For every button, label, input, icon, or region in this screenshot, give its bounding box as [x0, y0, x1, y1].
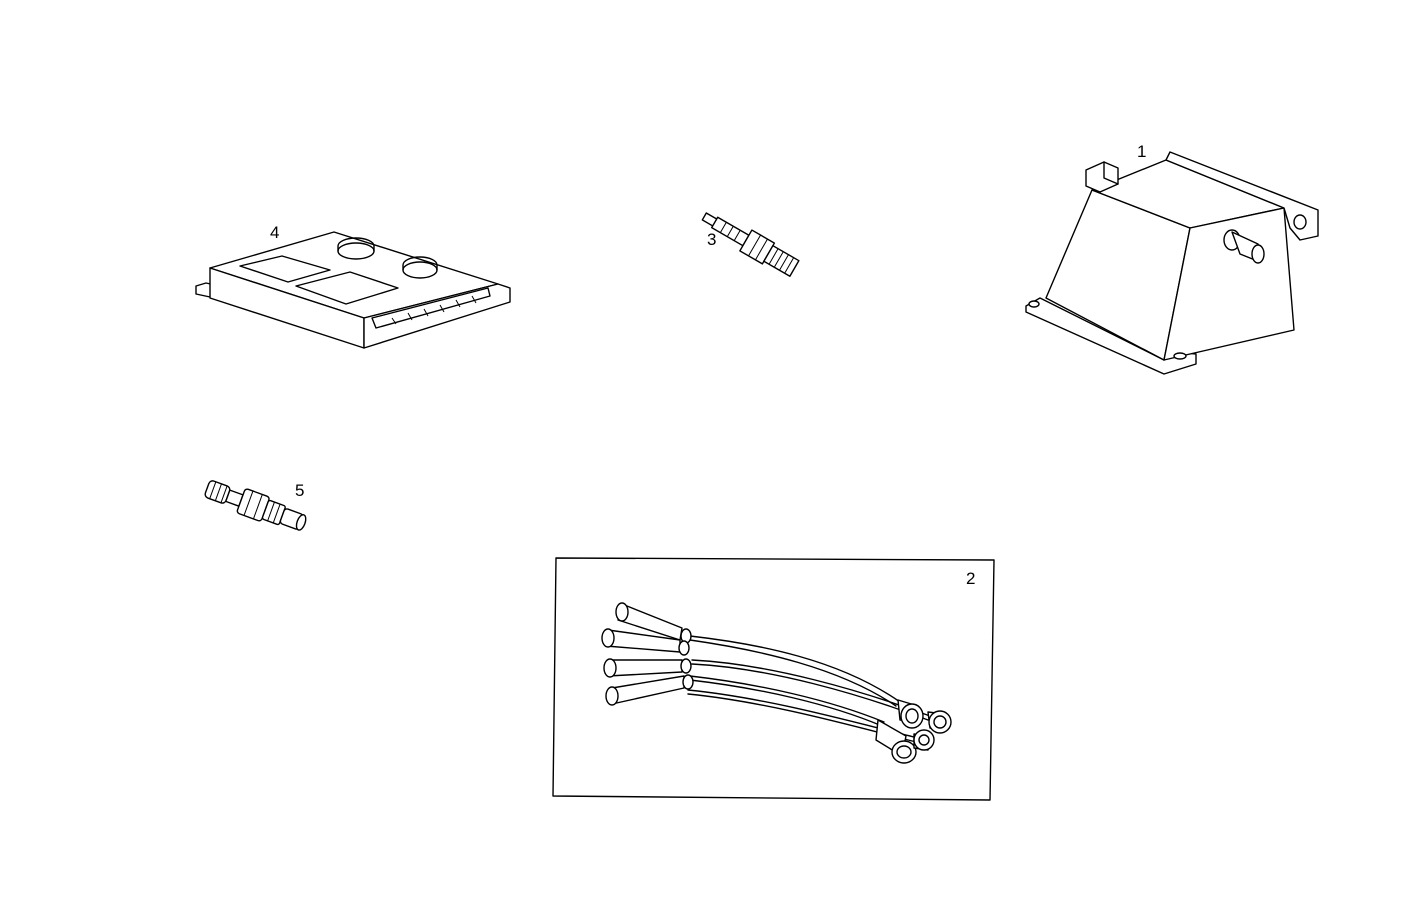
control-unit-icon[interactable] — [195, 231, 511, 349]
sensor-icon[interactable] — [203, 476, 310, 536]
callout-part-4: 4 — [270, 223, 280, 242]
callout-part-2: 2 — [966, 569, 976, 588]
ignition-cable-set-icon[interactable] — [552, 557, 995, 801]
callout-part-3: 3 — [707, 230, 717, 249]
callout-part-1: 1 — [1137, 142, 1147, 161]
cable-set-frame — [552, 557, 995, 801]
ignition-coil-icon[interactable] — [1025, 151, 1319, 375]
spark-plug-icon[interactable] — [698, 206, 800, 279]
callout-part-5: 5 — [295, 481, 305, 500]
